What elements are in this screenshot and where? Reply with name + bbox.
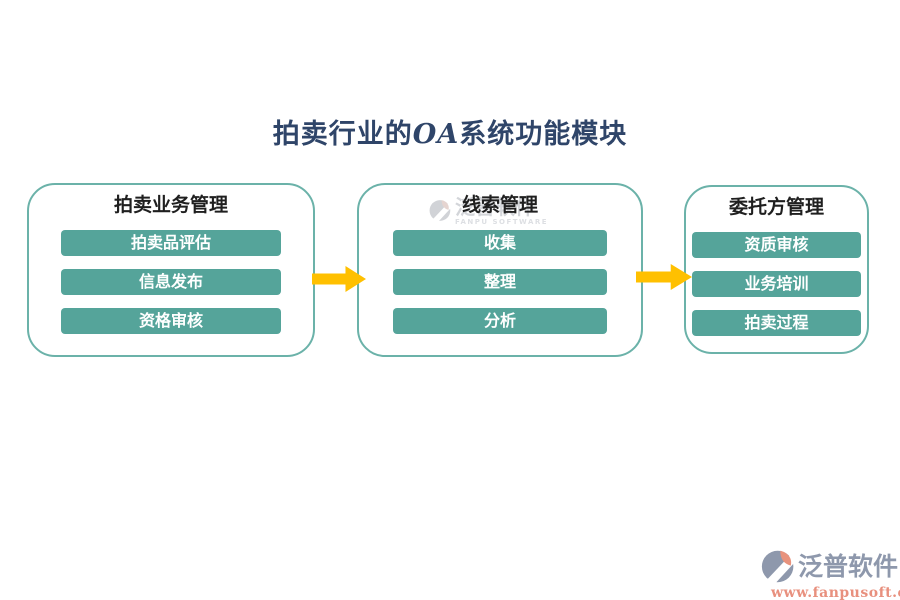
watermark-brand-subtext: FANPU SOFTWARE xyxy=(455,218,549,226)
module-item: 拍卖过程 xyxy=(692,310,861,336)
module-title: 拍卖业务管理 xyxy=(113,194,228,216)
fanpu-logo-icon xyxy=(761,549,796,586)
module-item: 拍卖品评估 xyxy=(61,230,281,256)
module-item: 分析 xyxy=(393,308,607,334)
module-title: 委托方管理 xyxy=(728,196,824,218)
module-item: 整理 xyxy=(393,269,607,295)
page-title-oa: OA xyxy=(412,119,460,150)
page-title-suffix: 系统功能模块 xyxy=(459,119,628,150)
module-auction-business: 拍卖业务管理 拍卖品评估 信息发布 资格审核 xyxy=(27,183,315,357)
page-title-prefix: 拍卖行业的 xyxy=(272,119,413,150)
module-item: 资格审核 xyxy=(61,308,281,334)
module-consignor-management: 委托方管理 资质审核 业务培训 拍卖过程 xyxy=(684,185,869,354)
watermark-url-text: www.fanpusoft.com xyxy=(771,585,900,600)
module-item: 业务培训 xyxy=(692,271,861,297)
module-title: 线索管理 xyxy=(461,194,538,216)
page-title: 拍卖行业的OA系统功能模块 xyxy=(0,112,900,151)
module-item: 资质审核 xyxy=(692,232,861,258)
watermark-footer: 泛普软件 www.fanpusoft.com xyxy=(761,547,900,600)
module-item: 收集 xyxy=(393,230,607,256)
module-item: 信息发布 xyxy=(61,269,281,295)
fanpu-logo-icon xyxy=(429,199,452,224)
watermark-brand-text: 泛普软件 xyxy=(798,551,899,581)
module-lead-management: 泛普软件 FANPU SOFTWARE 线索管理 收集 整理 分析 xyxy=(357,183,643,357)
